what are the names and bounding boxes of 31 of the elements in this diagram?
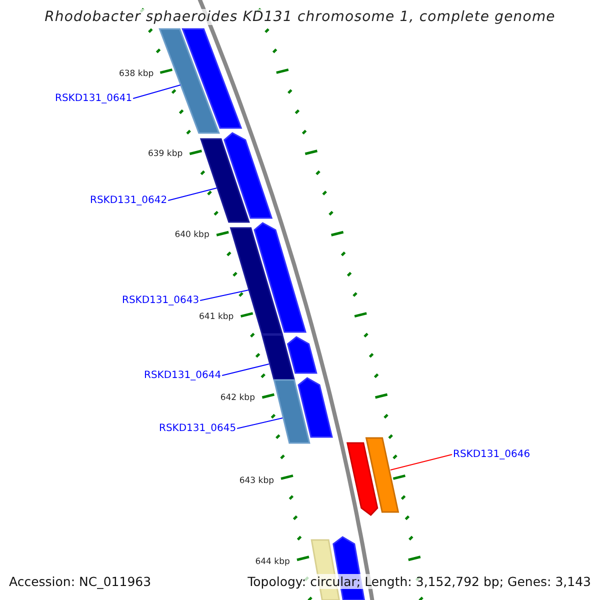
gene-label: RSKD131_0641: [55, 93, 132, 104]
gene-label: RSKD131_0644: [144, 370, 222, 381]
scale-label: 643 kbp: [239, 476, 274, 486]
gene-bar: [200, 138, 250, 223]
gene-bar: [254, 222, 306, 333]
gene-bar: [286, 336, 318, 374]
scale-label: 641 kbp: [199, 312, 234, 322]
gene-label: RSKD131_0645: [159, 423, 236, 434]
gene-label: RSKD131_0642: [90, 195, 168, 206]
scale-label: 640 kbp: [174, 230, 210, 240]
footer-text: Topology: circular; Length: 3,152,792 bp; Genes: 3,143: [248, 574, 591, 589]
gene-bar: [261, 334, 296, 381]
gene-label: RSKD131_0646: [453, 449, 530, 460]
scale-label: 642 kbp: [220, 393, 255, 403]
leader-line: [200, 290, 250, 301]
scale-label: 644 kbp: [255, 557, 290, 567]
gene-bar: [182, 28, 242, 129]
leader-line: [168, 188, 218, 201]
leader-line: [132, 84, 181, 99]
leader-line: [222, 364, 270, 376]
leader-line: [236, 418, 284, 429]
gene-bar: [298, 377, 333, 438]
footer-text: Accession: NC_011963: [9, 574, 152, 589]
gene-bar: [158, 28, 220, 134]
gene-bar: [224, 132, 273, 219]
gene-bar: [365, 437, 400, 513]
gene-bar: [273, 379, 310, 444]
scale-label: 639 kbp: [148, 149, 183, 159]
gene-bar: [346, 442, 378, 516]
leader-line: [390, 454, 452, 470]
gene-label: RSKD131_0643: [122, 295, 200, 306]
